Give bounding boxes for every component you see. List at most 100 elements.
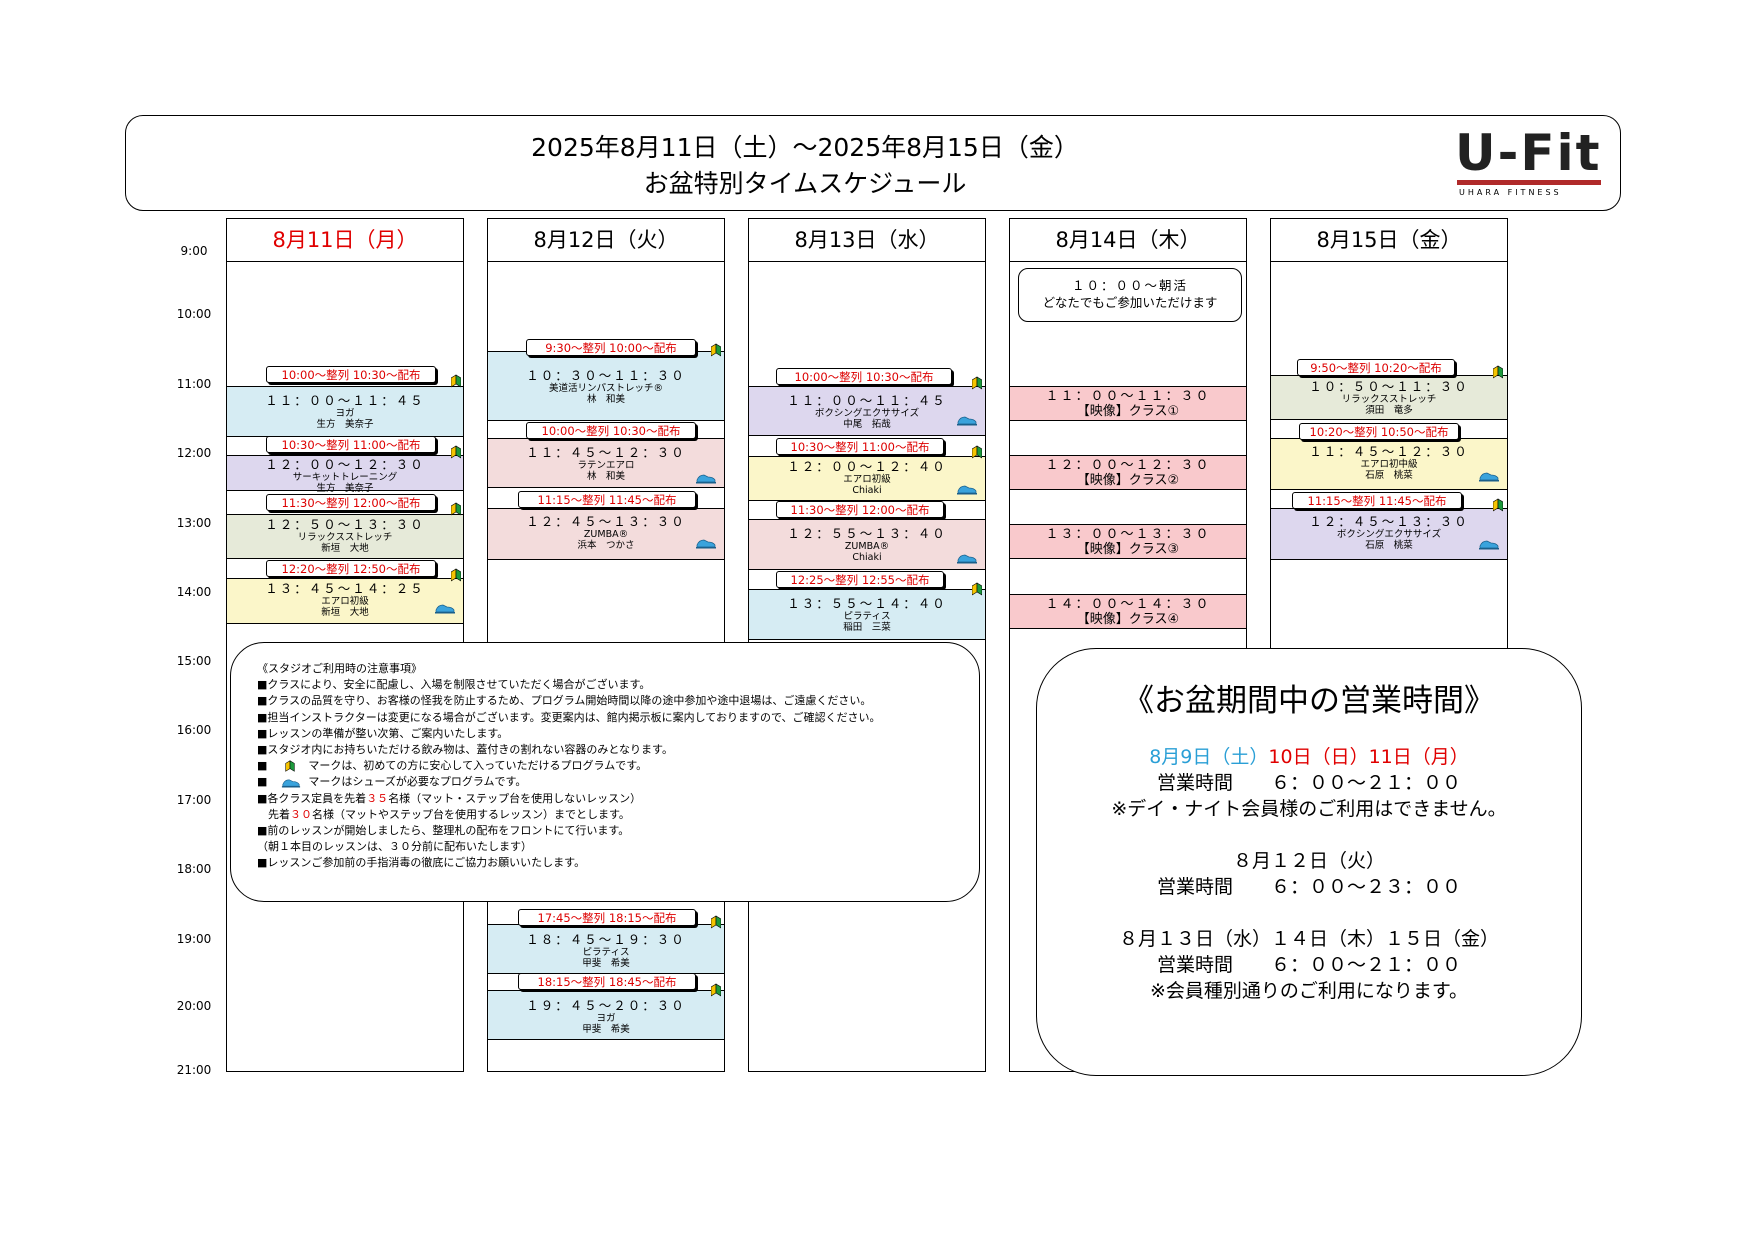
- video-label: 【映像】クラス①: [1076, 404, 1180, 419]
- class-name: 美道活リンパストレッチ®: [548, 383, 663, 394]
- class-teacher: 新垣 大地: [321, 607, 369, 618]
- queue-tag: 10:30〜整列 11:00〜配布: [266, 436, 436, 453]
- time-label: 10:00: [176, 307, 212, 321]
- class-block: １１：４５〜１２：３０ ラテンエアロ 林 和美: [488, 438, 724, 488]
- class-block: １８：４５〜１９：３０ ピラティス 甲斐 希美: [488, 924, 724, 974]
- video-label: 【映像】クラス②: [1076, 473, 1180, 488]
- class-time: １２：４５〜１３：３０: [526, 514, 686, 529]
- class-time: １３：４５〜１４：２５: [265, 581, 425, 596]
- class-teacher: 林 和美: [586, 471, 625, 482]
- time-label: 12:00: [176, 446, 212, 460]
- class-name: リラックスストレッチ: [297, 532, 393, 543]
- class-name: ボクシングエクササイズ: [814, 408, 920, 419]
- page-title: 2025年8月11日（土）〜2025年8月15日（金）: [531, 133, 1079, 162]
- day-column-5: 8月15日（金）: [1270, 218, 1508, 1072]
- queue-tag: 9:30〜整列 10:00〜配布: [526, 339, 696, 356]
- shoe-icon: [957, 485, 977, 495]
- class-block: １１：４５〜１２：３０ エアロ初中級 石原 桃菜: [1271, 438, 1507, 490]
- hours-dates-1: 8月9日（土）10日（日）11日（月）: [1037, 744, 1581, 770]
- class-name: ピラティス: [582, 947, 630, 958]
- class-teacher: 生方 美奈子: [316, 419, 374, 430]
- shoe-icon: [435, 604, 455, 614]
- beginner-mark-icon: [972, 582, 982, 596]
- queue-tag: 11:30〜整列 12:00〜配布: [776, 501, 944, 518]
- logo-sub-text: UHARA FITNESS: [1459, 188, 1562, 197]
- notes-line: ■レッスンの準備が整い次第、ご案内いたします。: [257, 726, 509, 740]
- class-time: １１：４５〜１２：３０: [526, 445, 686, 460]
- class-block: １３：５５〜１４：４０ ピラティス 稲田 三菜: [749, 589, 985, 640]
- u-fit-logo: U-Fit UHARA FITNESS: [1455, 128, 1605, 200]
- date-monday: 11日（月）: [1368, 746, 1469, 768]
- capacity-number: ３０: [290, 807, 312, 821]
- class-name: エアロ初中級: [1360, 459, 1418, 470]
- hours-note-1: ※デイ・ナイト会員様のご利用はできません。: [1111, 798, 1507, 820]
- video-class: １１：００〜１１：３０ 【映像】クラス①: [1010, 386, 1246, 421]
- queue-tag: 12:20〜整列 12:50〜配布: [266, 560, 436, 577]
- time-label: 17:00: [176, 793, 212, 807]
- day-header: 8月13日（水）: [749, 219, 985, 262]
- video-class: １２：００〜１２：３０ 【映像】クラス②: [1010, 455, 1246, 490]
- day-header: 8月12日（火）: [488, 219, 724, 262]
- queue-tag: 10:20〜整列 10:50〜配布: [1299, 423, 1459, 440]
- class-teacher: 生方 美奈子: [316, 483, 374, 494]
- class-time: １０：５０〜１１：３０: [1309, 379, 1469, 394]
- shoe-icon: [696, 539, 716, 549]
- notes-text: 先着: [257, 807, 290, 821]
- video-time: １３：００〜１３：３０: [1045, 527, 1211, 542]
- class-time: １１：４５〜１２：３０: [1309, 444, 1469, 459]
- class-time: １３：５５〜１４：４０: [787, 596, 947, 611]
- beginner-mark-icon: [711, 915, 721, 929]
- beginner-mark-icon: [451, 568, 461, 582]
- class-block: １２：００〜１２：３０ サーキットトレーニング 生方 美奈子: [227, 455, 463, 494]
- class-teacher: 甲斐 希美: [582, 958, 630, 969]
- class-block: １２：５５〜１３：４０ ZUMBA® Chiaki: [749, 519, 985, 570]
- hours-title: 《お盆期間中の営業時間》: [1123, 683, 1495, 719]
- logo-bar: [1457, 180, 1601, 185]
- beginner-mark-icon: [972, 376, 982, 390]
- notes-line: 先着３０名様（マットやステップ台を使用するレッスン）までとします。: [257, 807, 881, 823]
- class-name: ヨガ: [335, 408, 355, 419]
- hours-dates-3: ８月１３日（水）１４日（木）１５日（金）: [1118, 928, 1499, 950]
- hours-time-1: 営業時間 ６：００〜２１：００: [1156, 772, 1461, 794]
- class-teacher: Chiaki: [852, 485, 882, 496]
- beginner-mark-icon: [285, 760, 295, 772]
- time-label: 14:00: [176, 585, 212, 599]
- notes-line: （朝１本目のレッスンは、３０分前に配布いたします）: [257, 840, 532, 854]
- time-label: 16:00: [176, 723, 212, 737]
- time-label: 9:00: [180, 244, 208, 258]
- queue-tag: 17:45〜整列 18:15〜配布: [518, 909, 696, 926]
- class-teacher: 浜本 つかさ: [577, 540, 635, 551]
- class-name: ピラティス: [843, 611, 891, 622]
- video-class: １３：００〜１３：３０ 【映像】クラス③: [1010, 524, 1246, 559]
- class-teacher: 稲田 三菜: [843, 622, 891, 633]
- class-teacher: 中尾 拓哉: [843, 419, 891, 430]
- notes-line: ■ マークは、初めての方に安心して入っていただけるプログラムです。: [257, 758, 881, 774]
- morning-note-line1: １０：００〜朝活: [1071, 278, 1188, 293]
- class-time: １２：００〜１２：４０: [787, 459, 947, 474]
- class-time: １２：００〜１２：３０: [265, 457, 425, 472]
- class-teacher: 甲斐 希美: [582, 1024, 630, 1035]
- beginner-mark-icon: [711, 983, 721, 997]
- shoe-icon: [696, 474, 716, 484]
- logo-main-text: U-Fit: [1455, 124, 1602, 182]
- hours-time-2: 営業時間 ６：００〜２３：００: [1156, 876, 1461, 898]
- time-label: 21:00: [176, 1063, 212, 1077]
- class-name: ボクシングエクササイズ: [1336, 529, 1442, 540]
- queue-tag: 10:00〜整列 10:30〜配布: [526, 422, 696, 439]
- notes-line: ■スタジオ内にお持ちいただける飲み物は、蓋付きの割れない容器のみとなります。: [257, 743, 673, 757]
- notes-line: ■各クラス定員を先着３５名様（マット・ステップ台を使用しないレッスン）: [257, 791, 881, 807]
- class-time: １２：５０〜１３：３０: [265, 517, 425, 532]
- notes-line: ■担当インストラクターは変更になる場合がございます。変更案内は、館内掲示板に案内…: [257, 710, 881, 724]
- beginner-mark-icon: [451, 502, 461, 516]
- class-time: １２：４５〜１３：３０: [1309, 514, 1469, 529]
- day-header: 8月15日（金）: [1271, 219, 1507, 262]
- hours-note-3: ※会員種別通りのご利用になります。: [1149, 980, 1469, 1002]
- class-block: １１：００〜１１：４５ ヨガ 生方 美奈子: [227, 386, 463, 437]
- morning-note-line2: どなたでもご参加いただけます: [1042, 295, 1218, 310]
- class-teacher: 須田 竜多: [1365, 405, 1413, 416]
- shoe-icon: [1479, 472, 1499, 482]
- queue-tag: 12:25〜整列 12:55〜配布: [776, 571, 944, 588]
- beginner-mark-icon: [972, 445, 982, 459]
- notes-text: ■各クラス定員を先着: [257, 791, 367, 805]
- class-name: エアロ初級: [843, 474, 891, 485]
